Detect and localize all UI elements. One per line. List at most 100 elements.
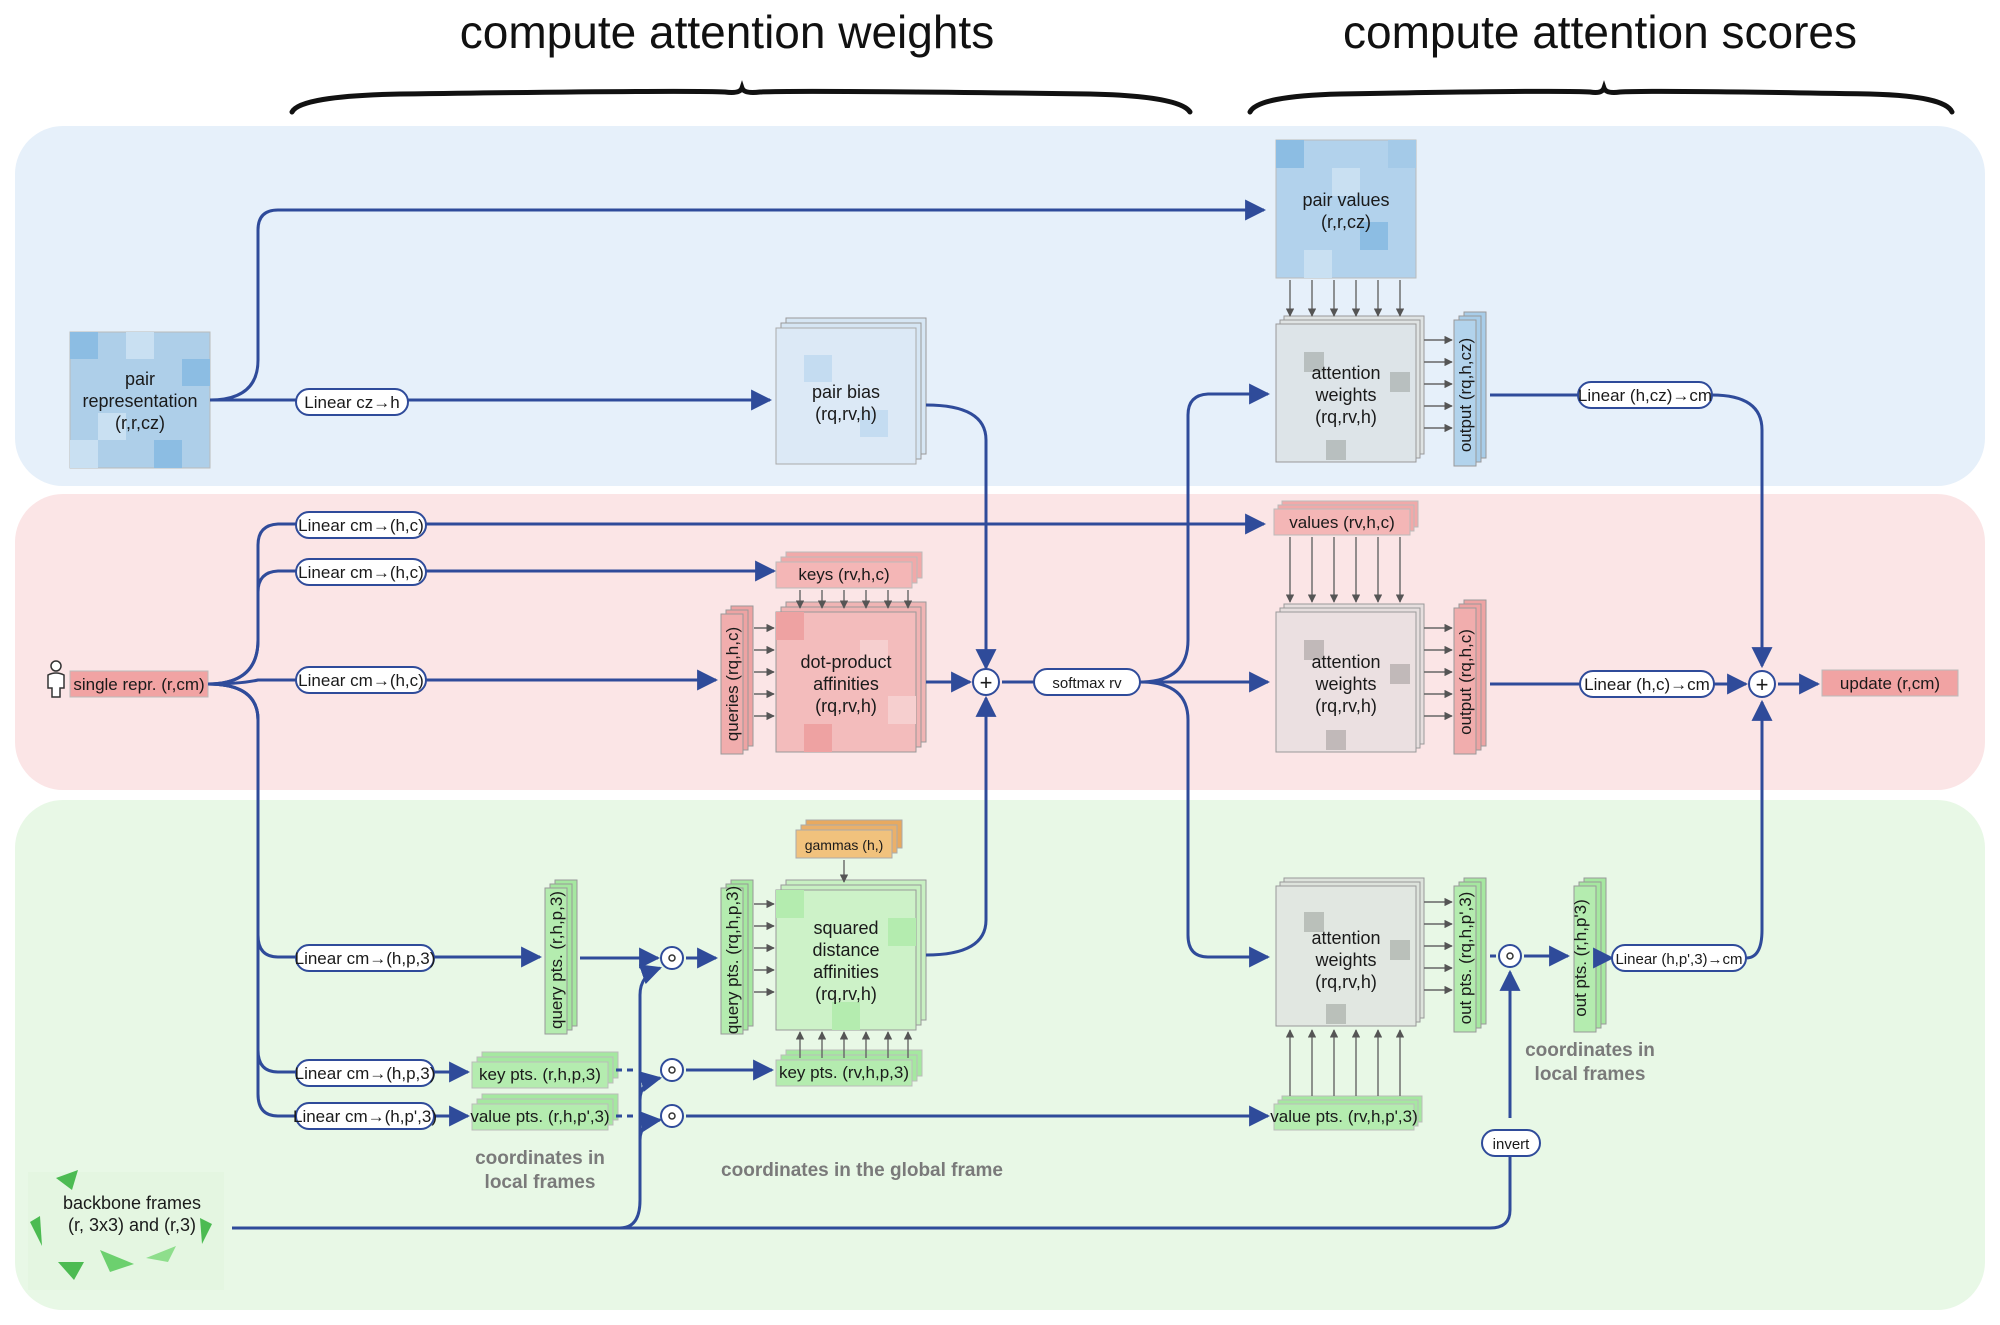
pair-representation-block: pair representation (r,r,cz) [69, 331, 211, 469]
attention-weights-points-block: attention weights (rq,rv,h) [1275, 877, 1425, 1027]
band-single [15, 494, 1985, 790]
pair-values-label: pair values [1302, 190, 1389, 210]
op-linear-hp3-cm-label: Linear (h,p',3)→cm [1615, 951, 1742, 968]
op-linear-cm-hc-queries: Linear cm→(h,c) [295, 666, 427, 694]
attention-weights-points-shape: (rq,rv,h) [1315, 972, 1377, 992]
queries-block: queries (rq,h,c) [720, 605, 754, 755]
pair-representation-label-1: pair [125, 369, 155, 389]
single-repr-block: single repr. (r,cm) [47, 660, 209, 698]
pair-values-block: pair values (r,r,cz) [1275, 139, 1417, 279]
queries-label: queries (rq,h,c) [723, 627, 742, 741]
attention-weights-points-label-2: weights [1314, 950, 1376, 970]
squared-distance-shape: (rq,rv,h) [815, 984, 877, 1004]
op-linear-cm-hc-values-label: Linear cm→(h,c) [298, 516, 424, 535]
thin-arrows [754, 280, 1453, 1096]
band-pair [15, 126, 1985, 486]
pair-bias-block: pair bias (rq,rv,h) [775, 317, 927, 465]
plus-update: + [1748, 670, 1776, 698]
query-pts-local-label: query pts. (r,h,p,3) [547, 891, 566, 1029]
dot-product-shape: (rq,rv,h) [815, 696, 877, 716]
attention-weights-pair-label-1: attention [1311, 363, 1380, 383]
flow-lines [207, 199, 1821, 1230]
backbone-triangle [58, 1262, 84, 1280]
backbone-triangle [56, 1170, 78, 1190]
compose-query [660, 946, 684, 970]
attention-weights-single-label-1: attention [1311, 652, 1380, 672]
brace-scores [1247, 80, 1955, 115]
coords-local-1-line-1: coordinates in [475, 1148, 605, 1169]
gammas-label: gammas (h,) [805, 837, 884, 853]
op-linear-cz-h-label: Linear cz→h [304, 393, 399, 412]
keys-block: keys (rv,h,c) [775, 551, 923, 589]
op-linear-cm-hp3-query-label: Linear cm→(h,p,3) [295, 949, 436, 968]
op-linear-cm-hc-keys-label: Linear cm→(h,c) [298, 563, 424, 582]
key-pts-local-label: key pts. (r,h,p,3) [479, 1065, 601, 1084]
squared-distance-label-2: distance [812, 940, 879, 960]
squared-distance-label-1: squared [813, 918, 878, 938]
svg-text:+: + [980, 670, 993, 695]
backbone-frames-block: backbone frames (r, 3x3) and (r,3) [28, 1170, 224, 1290]
out-pts-global-block: out pts. (rq,h,p',3) [1453, 877, 1487, 1033]
out-pts-local-label: out pts. (r,h,p'3) [1571, 899, 1590, 1017]
pair-bias-shape: (rq,rv,h) [815, 404, 877, 424]
attention-weights-single-label-2: weights [1314, 674, 1376, 694]
values-block: values (rv,h,c) [1273, 500, 1419, 536]
op-linear-cm-hpp3-value: Linear cm→(h,p',3) [293, 1102, 437, 1130]
update-label: update (r,cm) [1840, 674, 1940, 693]
single-repr-label: single repr. (r,cm) [73, 675, 204, 694]
attention-weights-pair-label-2: weights [1314, 385, 1376, 405]
pair-bias-label: pair bias [812, 382, 880, 402]
op-linear-hcz-cm-label: Linear (h,cz)→cm [1578, 386, 1712, 405]
value-pts-local-block: value pts. (r,h,p',3) [470, 1093, 619, 1131]
backbone-triangle [200, 1218, 212, 1244]
output-single-block: output (rq,h,c) [1453, 599, 1487, 755]
op-softmax: softmax rv [1033, 668, 1141, 696]
pair-representation-label-2: representation [82, 391, 197, 411]
attention-weights-points-label-1: attention [1311, 928, 1380, 948]
op-linear-cm-hc-keys: Linear cm→(h,c) [295, 558, 427, 586]
query-pts-global-block: query pts. (rq,h,p,3) [720, 879, 754, 1035]
update-block: update (r,cm) [1821, 669, 1959, 697]
op-linear-hc-cm-label: Linear (h,c)→cm [1584, 675, 1710, 694]
value-pts-global-block: value pts. (rv,h,p',3) [1270, 1095, 1423, 1131]
op-linear-hc-cm: Linear (h,c)→cm [1579, 670, 1715, 698]
coords-local-2-line-1: coordinates in [1525, 1040, 1655, 1061]
title-scores: compute attention scores [1343, 6, 1857, 58]
op-invert-label: invert [1493, 1136, 1531, 1153]
backbone-triangle [100, 1250, 134, 1272]
coords-global: coordinates in the global frame [721, 1160, 1003, 1181]
squared-distance-block: squared distance affinities (rq,rv,h) [775, 879, 927, 1031]
pair-representation-shape: (r,r,cz) [115, 413, 165, 433]
backbone-triangle [146, 1246, 176, 1262]
dot-product-label-2: affinities [813, 674, 879, 694]
output-pair-label: output (rq,h,cz) [1456, 338, 1475, 452]
person-icon [47, 660, 65, 698]
op-linear-hp3-cm: Linear (h,p',3)→cm [1611, 944, 1747, 972]
dot-product-block: dot-product affinities (rq,rv,h) [775, 601, 927, 753]
brace-weights [289, 80, 1193, 115]
op-linear-cm-hp3-key: Linear cm→(h,p,3) [295, 1059, 436, 1087]
backbone-triangle [30, 1216, 42, 1246]
band-points [15, 800, 1985, 1310]
compose-key [660, 1058, 684, 1082]
title-weights: compute attention weights [460, 6, 994, 58]
squared-distance-label-3: affinities [813, 962, 879, 982]
op-linear-cm-hp3-key-label: Linear cm→(h,p,3) [295, 1064, 436, 1083]
attention-weights-single-shape: (rq,rv,h) [1315, 696, 1377, 716]
query-pts-local-block: query pts. (r,h,p,3) [544, 879, 578, 1035]
plus-affinities: + [972, 668, 1000, 696]
values-label: values (rv,h,c) [1289, 513, 1395, 532]
value-pts-global-label: value pts. (rv,h,p',3) [1270, 1107, 1418, 1126]
output-pair-block: output (rq,h,cz) [1453, 311, 1487, 467]
value-pts-local-label: value pts. (r,h,p',3) [470, 1107, 609, 1126]
dot-product-label-1: dot-product [800, 652, 891, 672]
compose-value [660, 1104, 684, 1128]
backbone-label-1: backbone frames [63, 1193, 201, 1213]
attention-weights-pair-shape: (rq,rv,h) [1315, 407, 1377, 427]
op-invert: invert [1481, 1129, 1541, 1157]
op-linear-hcz-cm: Linear (h,cz)→cm [1577, 381, 1713, 409]
gammas-block: gammas (h,) [795, 819, 903, 859]
key-pts-local-block: key pts. (r,h,p,3) [471, 1051, 619, 1089]
attention-weights-single-block: attention weights (rq,rv,h) [1275, 603, 1425, 753]
key-pts-global-label: key pts. (rv,h,p,3) [779, 1063, 909, 1082]
